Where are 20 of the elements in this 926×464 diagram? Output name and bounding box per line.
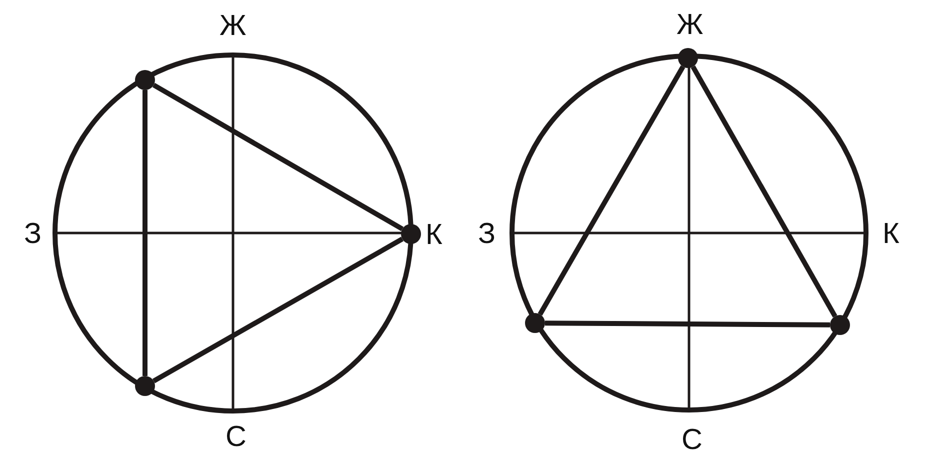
vertex-dot bbox=[135, 70, 155, 90]
vertex-dot bbox=[525, 313, 545, 333]
direction-label: Ж bbox=[676, 10, 704, 40]
triangle-side bbox=[152, 236, 404, 384]
triangle-side bbox=[690, 65, 838, 318]
triangle-side bbox=[152, 82, 404, 232]
direction-label: З bbox=[24, 220, 42, 248]
triangle-side bbox=[538, 65, 686, 316]
triangle-side bbox=[544, 320, 830, 328]
direction-label: С bbox=[226, 422, 246, 452]
direction-label: Ж bbox=[220, 12, 246, 40]
direction-label: К bbox=[882, 220, 900, 248]
vertex-dot bbox=[401, 224, 421, 244]
direction-label: С bbox=[682, 426, 702, 454]
vertex-dot bbox=[830, 315, 850, 335]
vertex-dot bbox=[135, 376, 155, 396]
direction-label: К bbox=[426, 220, 442, 250]
triangle-side bbox=[142, 90, 148, 376]
vertex-dot bbox=[678, 48, 698, 68]
direction-label: З bbox=[478, 220, 496, 248]
